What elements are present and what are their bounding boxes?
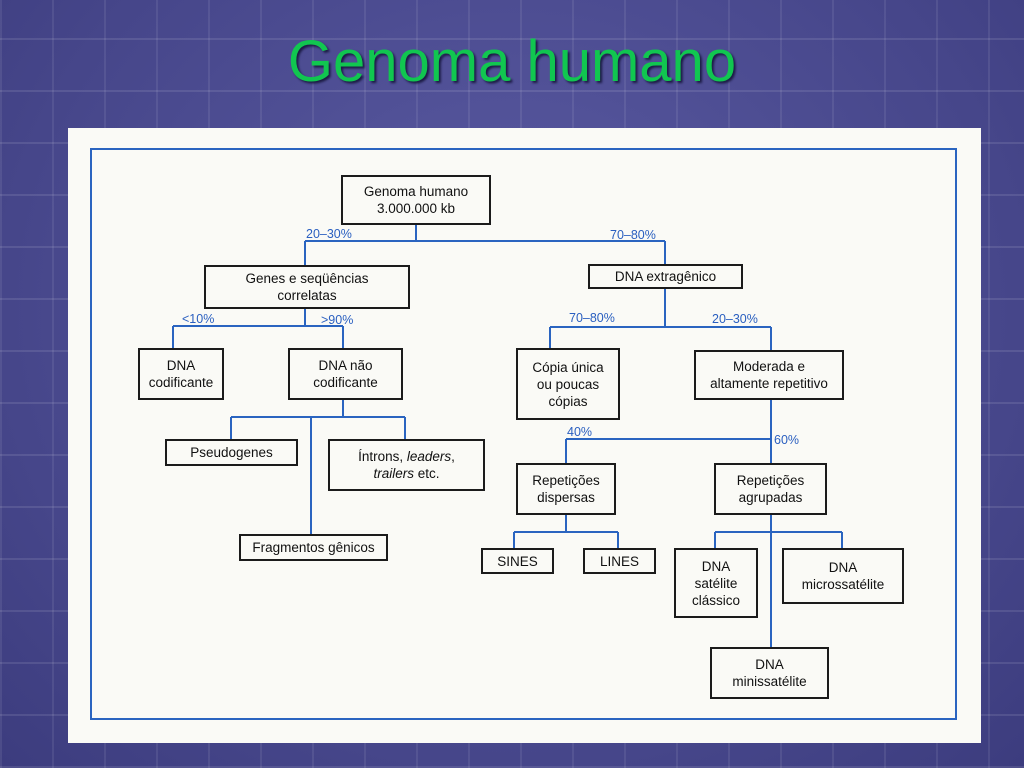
- node-repeticoes-agrupadas: Repetições agrupadas: [714, 463, 827, 515]
- node-lines: LINES: [583, 548, 656, 574]
- percent-root-to-genes: 20–30%: [306, 227, 352, 241]
- node-dna-extragenico: DNA extragênico: [588, 264, 743, 289]
- node-fragmentos-genicos: Fragmentos gênicos: [239, 534, 388, 561]
- node-dna-minissatelite: DNA minissatélite: [710, 647, 829, 699]
- percent-extragenic-to-single: 70–80%: [569, 311, 615, 325]
- node-copia-unica: Cópia única ou poucas cópias: [516, 348, 620, 420]
- node-introns-text: Íntrons, leaders,trailers etc.: [358, 449, 455, 481]
- node-genoma-humano: Genoma humano 3.000.000 kb: [341, 175, 491, 225]
- percent-genes-to-coding: <10%: [182, 312, 215, 326]
- slide-title: Genoma humano: [287, 29, 737, 94]
- percent-repetitive-to-clustered: 60%: [774, 433, 800, 447]
- percent-repetitive-to-dispersed: 40%: [567, 425, 593, 439]
- node-dna-nao-codificante: DNA não codificante: [288, 348, 403, 400]
- connector-lines: [172, 225, 843, 647]
- node-dna-satelite-classico: DNA satélite clássico: [674, 548, 758, 618]
- node-moderada-repetitivo: Moderada e altamente repetitivo: [694, 350, 844, 400]
- node-repeticoes-dispersas: Repetições dispersas: [516, 463, 616, 515]
- node-introns: Íntrons, leaders,trailers etc.: [328, 439, 485, 491]
- percent-extragenic-to-repetitive: 20–30%: [712, 312, 758, 326]
- percent-genes-to-noncoding: >90%: [321, 313, 354, 327]
- diagram-frame: [90, 148, 957, 720]
- node-dna-microssatelite: DNA microssatélite: [782, 548, 904, 604]
- percent-root-to-extragenic: 70–80%: [610, 228, 656, 242]
- node-genes-correlatas: Genes e seqüências correlatas: [204, 265, 410, 309]
- node-dna-codificante: DNA codificante: [138, 348, 224, 400]
- node-sines: SINES: [481, 548, 554, 574]
- node-pseudogenes: Pseudogenes: [165, 439, 298, 466]
- diagram-panel: Genoma humano 3.000.000 kb Genes e seqüê…: [68, 128, 981, 743]
